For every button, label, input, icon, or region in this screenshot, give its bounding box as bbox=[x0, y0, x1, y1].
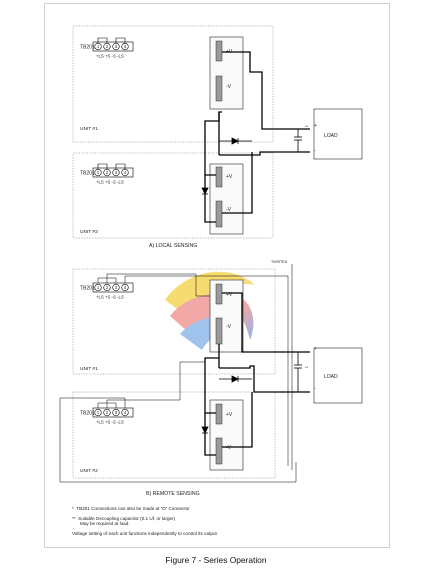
b-u1-term-1: 1 bbox=[97, 285, 100, 290]
b-unit2-label: UNIT #2 bbox=[80, 468, 98, 474]
diagram-b bbox=[59, 264, 363, 483]
note-2-text: Suitable Decoupling capacitor (0.1 Uf, o… bbox=[78, 516, 176, 521]
b-load-label: LOAD bbox=[324, 374, 338, 380]
note-4-text: Voltage setting of each unit functions i… bbox=[72, 531, 219, 536]
a-unit2-tb-label: TB201 bbox=[80, 171, 95, 177]
unit1-pos-bar bbox=[215, 40, 223, 62]
a-u1-pos-output: +V bbox=[226, 49, 233, 55]
note-2-marker: ** bbox=[72, 516, 76, 521]
diagram-a bbox=[72, 25, 363, 239]
unit2-neg-bar bbox=[215, 200, 223, 228]
b-caption: B) REMOTE SENSING bbox=[146, 491, 200, 497]
unit2-frame bbox=[72, 152, 274, 239]
diagram-a-text: TB201 +LS +S -S -LS UNIT #1 TB201 +LS +S… bbox=[80, 44, 338, 249]
b-u1-pos-output: +V bbox=[226, 292, 233, 298]
unit1-frame bbox=[72, 25, 274, 143]
a-u2-neg-output: -V bbox=[226, 207, 232, 213]
note-3-text: May be required at load. bbox=[80, 521, 130, 526]
a-load-plus: + bbox=[314, 123, 317, 129]
b-unit2-output-module bbox=[209, 399, 244, 471]
a-u2-term-2: 2 bbox=[106, 170, 109, 175]
load-b bbox=[313, 347, 363, 404]
a-u2-term-3: 3 bbox=[115, 170, 118, 175]
unit2-pos-bar bbox=[215, 166, 223, 188]
b-unit1-tb-label: TB201 bbox=[80, 286, 95, 292]
a-u1-term-4: 4 bbox=[124, 44, 127, 49]
note-2: ** Suitable Decoupling capacitor (0.1 Uf… bbox=[72, 516, 175, 521]
a-unit1-terminal-labels: +LS +S -S -LS bbox=[96, 54, 124, 59]
b-unit1-output-module bbox=[209, 279, 244, 353]
a-unit2-terminal-labels: +LS +S -S -LS bbox=[96, 180, 124, 185]
a-u1-term-3: 3 bbox=[115, 44, 118, 49]
b-u1-neg-output: -V bbox=[226, 324, 232, 330]
a-u1-neg-output: -V bbox=[226, 84, 232, 90]
note-1-text: TB201 Connections can also be made at "D… bbox=[76, 506, 190, 511]
a-u1-term-1: 1 bbox=[97, 44, 100, 49]
b-u1-term-4: 4 bbox=[124, 285, 127, 290]
b-load-plus: + bbox=[314, 346, 317, 352]
note-4: Voltage setting of each unit functions i… bbox=[72, 531, 218, 536]
a-load-minus: - bbox=[314, 148, 316, 154]
a-u2-pos-output: +V bbox=[226, 174, 233, 180]
a-u1-term-2: 2 bbox=[106, 44, 109, 49]
b-u2-term-4: 4 bbox=[124, 410, 127, 415]
load-a bbox=[313, 108, 363, 160]
b-unit1-label: UNIT #1 bbox=[80, 366, 98, 372]
b-u1-term-3: 3 bbox=[115, 285, 118, 290]
a-u2-term-1: 1 bbox=[97, 170, 100, 175]
a-u2-term-4: 4 bbox=[124, 170, 127, 175]
b-twisted-label: TWISTED bbox=[271, 260, 288, 264]
note-1: * TB201 Connections can also be made at … bbox=[72, 506, 190, 511]
b-unit1-terminal-labels: +LS +S -S -LS bbox=[96, 295, 124, 300]
b-u1-term-2: 2 bbox=[106, 285, 109, 290]
b-u2-term-3: 3 bbox=[115, 410, 118, 415]
b-u2-pos-output: +V bbox=[226, 412, 233, 418]
b-cap-marker: ** bbox=[305, 365, 309, 370]
a-cap-marker: ** bbox=[305, 124, 309, 129]
b-u2-term-1: 1 bbox=[97, 410, 100, 415]
figure-caption: Figure 7 - Series Operation bbox=[165, 555, 267, 565]
note-1-marker: * bbox=[72, 506, 74, 511]
note-3: May be required at load. bbox=[80, 521, 130, 526]
b-unit2-terminal-labels: +LS +S -S -LS bbox=[96, 420, 124, 425]
b-load-minus: - bbox=[314, 386, 316, 392]
a-unit1-tb-label: TB201 bbox=[80, 45, 95, 51]
a-unit1-label: UNIT #1 bbox=[80, 126, 98, 132]
b-unit2-tb-label: TB201 bbox=[80, 411, 95, 417]
b-u2-term-2: 2 bbox=[106, 410, 109, 415]
b-unit1-frame bbox=[72, 268, 276, 375]
diagram-b-text: TB201 +LS +S -S -LS UNIT #1 TB201 +LS +S… bbox=[80, 260, 338, 497]
a-unit2-label: UNIT #2 bbox=[80, 229, 98, 235]
b-u2-neg-output: -V bbox=[226, 445, 232, 451]
a-caption: A) LOCAL SENSING bbox=[149, 243, 197, 249]
unit1-neg-bar bbox=[215, 75, 223, 102]
a-load-label: LOAD bbox=[324, 133, 338, 139]
b-unit2-frame bbox=[72, 391, 276, 479]
unit1-output-module bbox=[209, 36, 244, 110]
